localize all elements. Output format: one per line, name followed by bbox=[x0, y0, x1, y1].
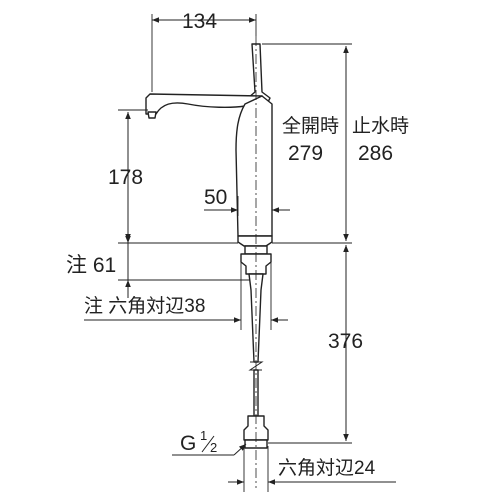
dimension-lines bbox=[84, 17, 396, 485]
label-stop: 止水時 bbox=[352, 115, 409, 137]
label-thread-frac-num: 1 bbox=[200, 428, 207, 443]
label-hex-24: 六角対辺24 bbox=[278, 457, 376, 479]
label-50: 50 bbox=[204, 186, 227, 209]
extension-lines bbox=[118, 14, 352, 492]
label-open: 全開時 bbox=[282, 115, 339, 137]
label-thread-frac-den: 2 bbox=[210, 440, 217, 455]
label-thread-g: G bbox=[180, 432, 196, 455]
aerator-nozzle bbox=[147, 111, 157, 119]
label-hex-38: 注 六角対辺38 bbox=[84, 295, 205, 317]
main-column bbox=[235, 95, 273, 237]
label-stop-value: 286 bbox=[358, 142, 393, 165]
lever-handle bbox=[247, 43, 271, 103]
fraction-slash bbox=[201, 435, 215, 453]
fixing-nut bbox=[240, 253, 272, 275]
base-flange bbox=[237, 235, 273, 247]
label-open-value: 279 bbox=[288, 142, 323, 165]
label-178: 178 bbox=[108, 166, 143, 189]
faucet-body bbox=[145, 43, 273, 449]
label-134: 134 bbox=[182, 10, 217, 33]
label-376: 376 bbox=[328, 330, 363, 353]
label-note-61: 注 61 bbox=[66, 254, 116, 277]
